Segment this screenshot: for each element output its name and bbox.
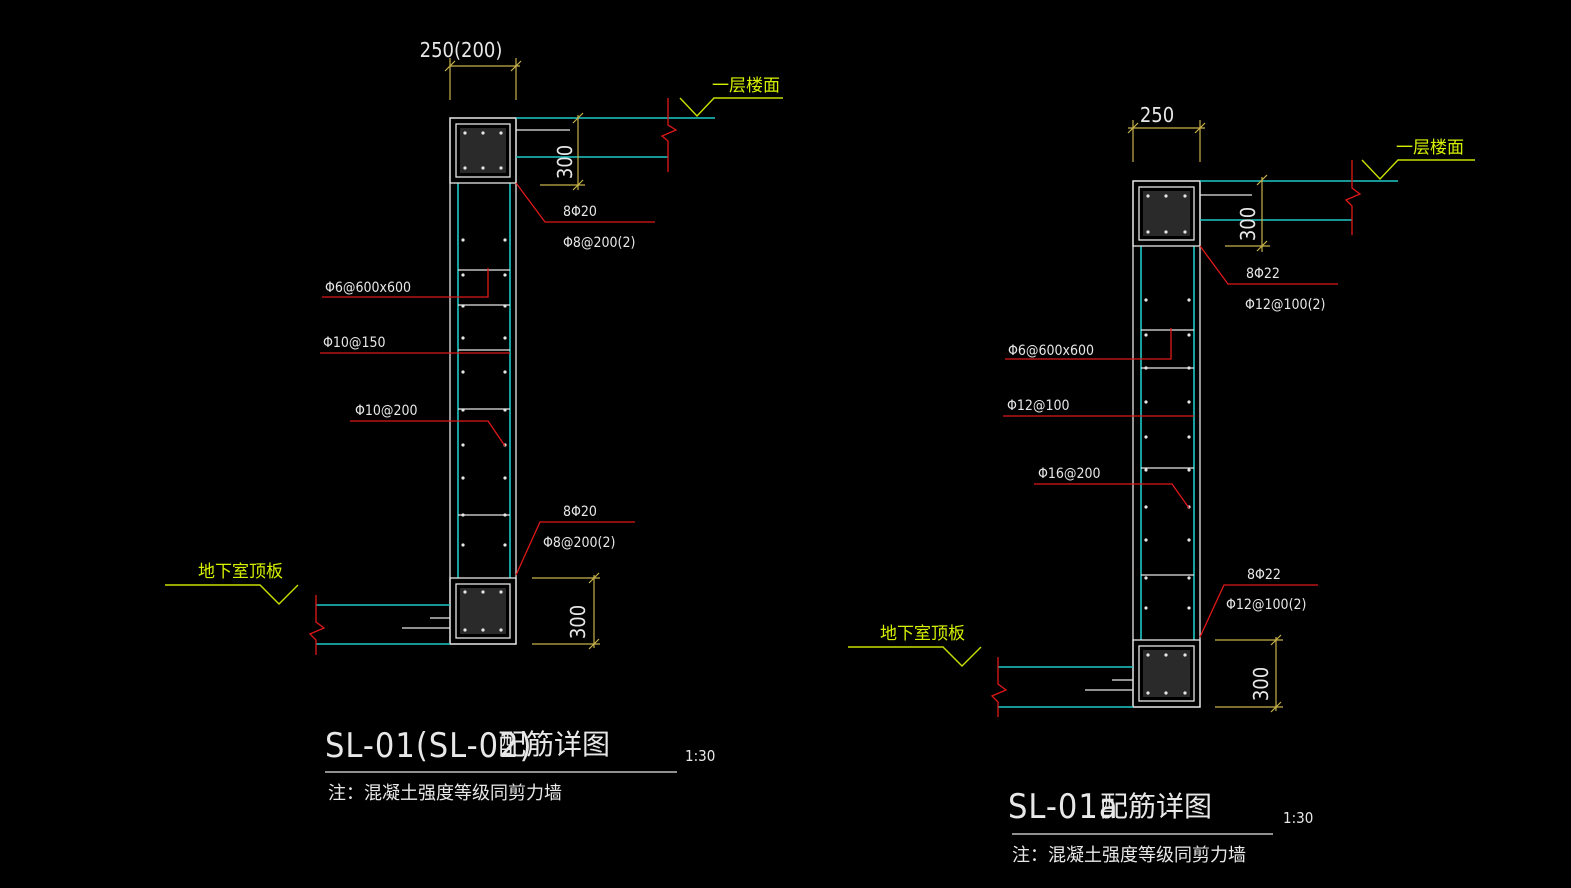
rebar-dots [1144, 194, 1191, 695]
level-bottom-label: 地下室顶板 [198, 562, 283, 582]
callout-top-bars: 8Φ22 [1246, 266, 1280, 282]
top-height-dim-label: 300 [1236, 207, 1260, 241]
callout-horizontal: Φ12@100 [1007, 398, 1070, 414]
callouts: 8Φ20 Φ8@200(2) Φ6@600x600 Φ10@150 Φ10@20… [320, 182, 655, 576]
top-height-dimension: 300 [540, 112, 585, 191]
callout-vertical: Φ10@200 [355, 403, 418, 419]
callout-top-bars: 8Φ20 [563, 204, 597, 220]
top-slab: 一层楼面 [516, 76, 783, 172]
drawing-title-cn: 配筋详图 [1100, 790, 1212, 823]
bottom-height-dim-label: 300 [566, 605, 590, 639]
top-height-dimension: 300 [1225, 174, 1270, 252]
title-block: SL-01(SL-02) 配筋详图 1:30 注：混凝土强度等级同剪力墙 [325, 726, 715, 804]
callout-bottom-bars: 8Φ22 [1247, 567, 1281, 583]
wall-section [1132, 180, 1201, 708]
level-top-label: 一层楼面 [1396, 138, 1464, 158]
callout-top-stirrup: Φ12@100(2) [1245, 297, 1325, 313]
bottom-beam-concrete [1143, 650, 1190, 697]
width-dimension: 250(200) [420, 38, 522, 100]
level-bottom-label: 地下室顶板 [880, 624, 965, 644]
level-top-label: 一层楼面 [712, 76, 780, 96]
bottom-height-dimension: 300 [1215, 634, 1283, 713]
top-height-dim-label: 300 [553, 145, 577, 179]
top-beam-concrete [1143, 191, 1190, 236]
width-dim-label: 250 [1140, 103, 1174, 127]
wall-section [449, 117, 517, 645]
bottom-beam-concrete [460, 588, 506, 634]
rebar-dots [461, 131, 507, 632]
callout-bottom-stirrup: Φ8@200(2) [543, 535, 615, 551]
bottom-height-dim-label: 300 [1249, 667, 1273, 701]
top-slab: 一层楼面 [1200, 138, 1475, 235]
detail-sl-01: 250(200) [165, 38, 783, 804]
detail-sl-01a: 250 [848, 103, 1475, 866]
drawing-note: 注：混凝土强度等级同剪力墙 [1012, 845, 1246, 866]
callout-bottom-bars: 8Φ20 [563, 504, 597, 520]
width-dimension: 250 [1127, 103, 1206, 162]
bottom-height-dimension: 300 [532, 572, 600, 650]
top-beam-concrete [460, 128, 506, 173]
callout-tie: Φ6@600x600 [325, 280, 411, 296]
drawing-note: 注：混凝土强度等级同剪力墙 [328, 783, 562, 804]
drawing-title: SL-01a [1008, 787, 1119, 827]
width-dim-label: 250(200) [420, 38, 503, 62]
drawing-title: SL-01(SL-02) [325, 726, 533, 766]
callouts: 8Φ22 Φ12@100(2) Φ6@600x600 Φ12@100 Φ16@2… [1003, 245, 1338, 638]
drawing-title-cn: 配筋详图 [498, 728, 610, 761]
callout-bottom-stirrup: Φ12@100(2) [1226, 597, 1306, 613]
drawing-scale: 1:30 [1283, 809, 1313, 827]
bottom-slab: 地下室顶板 [165, 562, 450, 655]
callout-vertical: Φ16@200 [1038, 466, 1101, 482]
bottom-slab: 地下室顶板 [848, 624, 1133, 717]
callout-top-stirrup: Φ8@200(2) [563, 235, 635, 251]
callout-horizontal: Φ10@150 [323, 335, 386, 351]
drawing-scale: 1:30 [685, 747, 715, 765]
title-block: SL-01a 配筋详图 1:30 注：混凝土强度等级同剪力墙 [1008, 787, 1313, 866]
callout-tie: Φ6@600x600 [1008, 343, 1094, 359]
